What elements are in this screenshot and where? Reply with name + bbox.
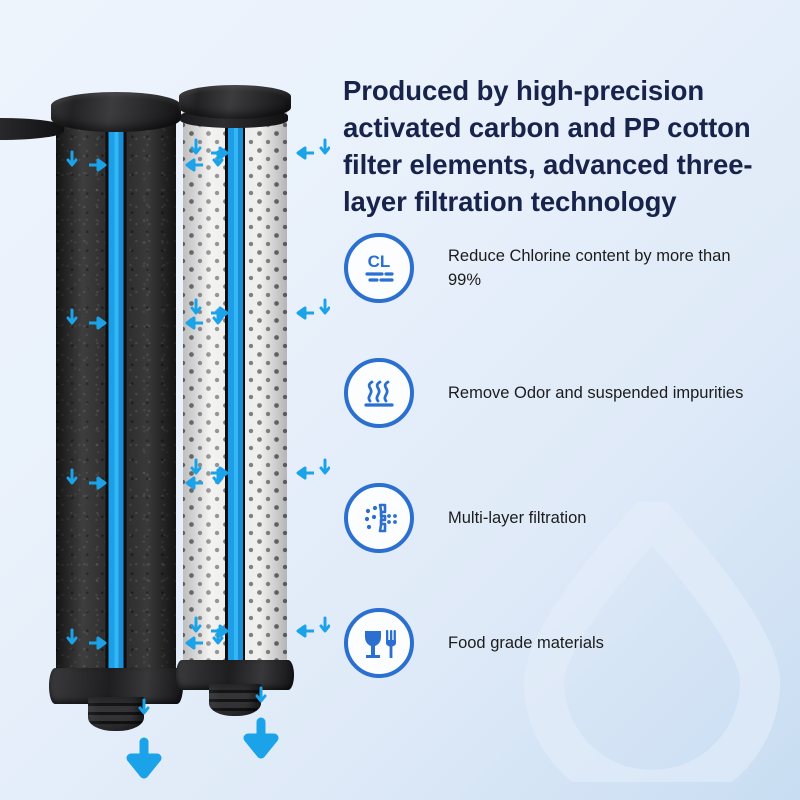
cotton-threaded-outlet bbox=[209, 684, 261, 716]
cotton-cap bbox=[179, 85, 291, 119]
content-column: Produced by high-precision activated car… bbox=[338, 0, 800, 800]
feature-item-foodgrade: Food grade materials bbox=[344, 608, 784, 678]
feature-list: CL Reduce Chlorine content by more than … bbox=[344, 233, 784, 737]
cotton-outlet-arrow bbox=[243, 717, 279, 759]
chlorine-cl-icon: CL bbox=[344, 233, 414, 303]
feature-item-multilayer: Multi-layer filtration bbox=[344, 483, 784, 553]
feature-label-chlorine: Reduce Chlorine content by more than 99% bbox=[448, 247, 731, 289]
feature-item-chlorine: CL Reduce Chlorine content by more than … bbox=[344, 233, 784, 303]
carbon-threaded-outlet bbox=[88, 697, 144, 731]
feature-item-odor: Remove Odor and suspended impurities bbox=[344, 358, 784, 428]
odor-waves-icon bbox=[344, 358, 414, 428]
headline: Produced by high-precision activated car… bbox=[343, 75, 753, 217]
carbon-cap-shadow bbox=[0, 118, 64, 140]
feature-label-multilayer: Multi-layer filtration bbox=[448, 509, 587, 527]
feature-label-foodgrade: Food grade materials bbox=[448, 634, 604, 652]
food-grade-glass-fork-icon bbox=[344, 608, 414, 678]
cotton-core-channel bbox=[225, 110, 245, 670]
feature-label-odor: Remove Odor and suspended impurities bbox=[448, 384, 744, 402]
product-illustration bbox=[0, 0, 330, 800]
carbon-cap bbox=[51, 92, 181, 132]
svg-text:CL: CL bbox=[368, 252, 391, 271]
multi-layer-filter-icon bbox=[344, 483, 414, 553]
carbon-core-channel bbox=[105, 122, 127, 680]
carbon-outlet-arrow bbox=[126, 737, 162, 779]
